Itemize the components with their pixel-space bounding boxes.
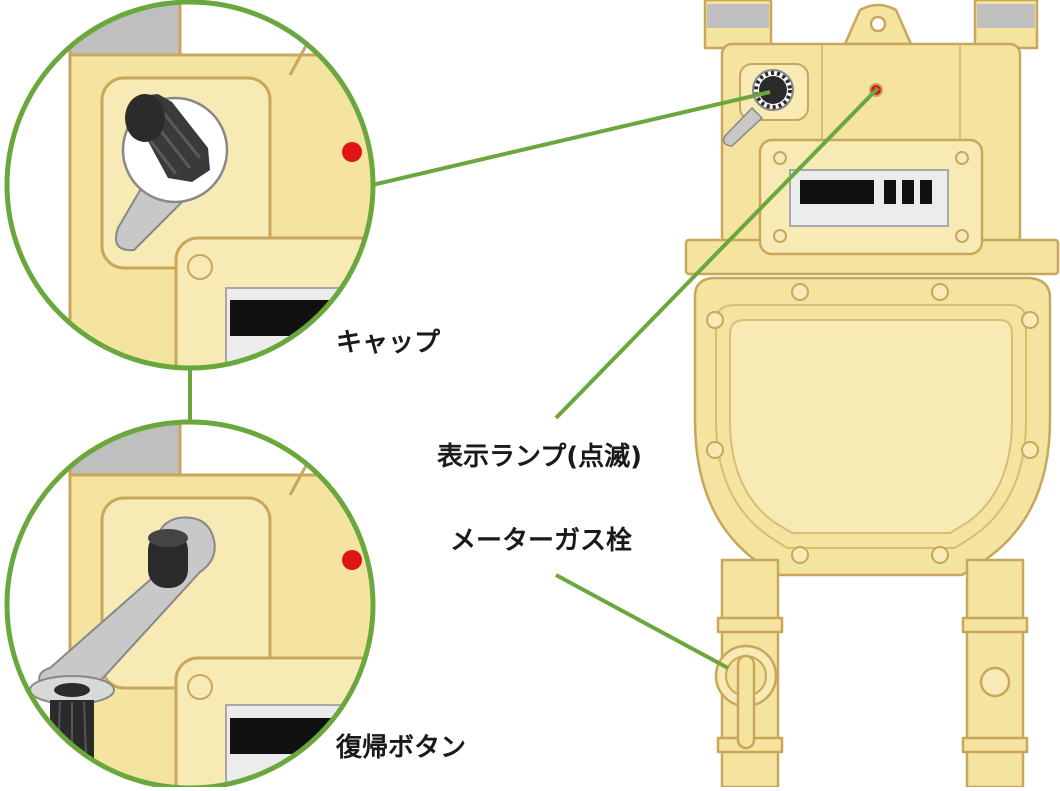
label-valve: メーターガス栓 [450, 526, 633, 556]
meter-display-panel [758, 138, 984, 256]
leader-lines [188, 86, 880, 670]
leader-line-valve [555, 573, 729, 670]
label-cap: キャップ [336, 328, 441, 358]
gas-valve-icon [714, 644, 778, 750]
meter-cap-lever [722, 106, 764, 147]
leader-line-cap [371, 90, 771, 187]
leader-line-lamp [554, 86, 880, 420]
reset-button-icon [148, 532, 188, 588]
meter-cap [722, 63, 809, 147]
label-reset: 復帰ボタン [336, 733, 467, 763]
meter-counter-bar [800, 180, 874, 204]
meter-cap-knob [759, 76, 787, 104]
label-lamp: 表示ランプ(点滅) [437, 442, 642, 472]
red-lamp-icon [342, 142, 362, 162]
